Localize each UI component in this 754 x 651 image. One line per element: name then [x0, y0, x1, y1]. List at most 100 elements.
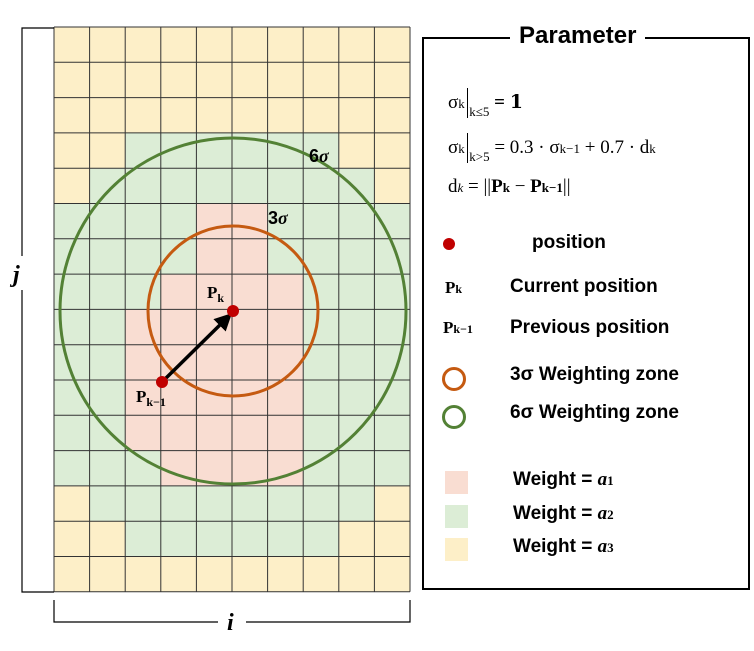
grid-cell-a2 [125, 485, 161, 522]
grid-cell-a3 [89, 132, 126, 169]
legend-zone6: 6σ Weighting zone [510, 402, 679, 423]
grid-cell-a3 [267, 27, 304, 63]
grid-cell-a3 [89, 521, 126, 557]
grid-cell-a2 [338, 309, 375, 345]
grid-cell-a1 [232, 415, 268, 451]
grid-cell-a2 [303, 309, 339, 345]
grid-cell-a1 [125, 344, 161, 380]
grid-cell-a2 [125, 450, 161, 486]
grid-cell-a2 [303, 521, 339, 557]
grid-cell-a1 [196, 344, 232, 380]
grid-cell-a3 [374, 485, 410, 522]
grid-cell-a3 [196, 97, 232, 133]
grid-cell-a1 [232, 344, 268, 380]
grid-cell-a3 [303, 556, 339, 592]
grid-cell-a1 [232, 238, 268, 275]
j-axis-label: j [9, 262, 20, 288]
grid-cell-a1 [196, 309, 232, 345]
grid-cell-a2 [338, 450, 375, 486]
grid-cell-a3 [54, 62, 90, 98]
formula-distance: dk = ||Pk − Pk−1|| [448, 176, 571, 197]
grid-cell-a2 [303, 168, 339, 204]
grid-cell-a3 [374, 132, 410, 169]
j-axis-bracket [21, 27, 54, 593]
grid-cell-a2 [303, 380, 339, 416]
weight-a3-swatch [445, 538, 468, 561]
grid-cell-a1 [160, 274, 197, 310]
grid-cell-a3 [125, 556, 161, 592]
grid-cell-a2 [89, 309, 126, 345]
grid-cell-a2 [54, 450, 90, 486]
grid-cell-a1 [160, 415, 197, 451]
i-axis-label: i [227, 610, 234, 636]
grid-cell-a3 [160, 556, 197, 592]
three-sigma-label: 3σ [268, 208, 289, 228]
grid-cell-a3 [232, 97, 268, 133]
grid-cell-a3 [196, 556, 232, 592]
grid-cell-a3 [89, 27, 126, 63]
grid-cell-a2 [125, 168, 161, 204]
grid-cell-a3 [338, 521, 375, 557]
grid-cell-a2 [89, 168, 126, 204]
grid-cell-a3 [125, 62, 161, 98]
grid-cell-a3 [54, 521, 90, 557]
grid-cell-a3 [160, 62, 197, 98]
current-position-dot [227, 305, 239, 317]
pk1-label: Pk−1 [136, 387, 166, 409]
grid-cell-a1 [267, 344, 304, 380]
grid-cell-a1 [267, 309, 304, 345]
grid-cell-a3 [196, 27, 232, 63]
grid-cell-a3 [374, 168, 410, 204]
six-sigma-label: 6σ [309, 146, 330, 166]
grid-cell-a3 [374, 556, 410, 592]
weight-a1-swatch [445, 471, 468, 494]
grid-cell-a2 [232, 521, 268, 557]
grid-cell-a1 [196, 238, 232, 275]
grid-cell-a1 [196, 274, 232, 310]
previous-position-dot [156, 376, 168, 388]
grid-cell-a3 [374, 97, 410, 133]
grid-cell-a3 [338, 27, 375, 63]
grid-cell-a2 [89, 274, 126, 310]
grid-cell-a2 [232, 168, 268, 204]
grid-cell-a2 [338, 344, 375, 380]
zone3-legend-ring [442, 367, 466, 391]
position-legend-dot [443, 238, 455, 250]
grid-cell-a2 [54, 415, 90, 451]
grid-cell-a2 [303, 203, 339, 239]
grid-cell-a1 [196, 415, 232, 451]
grid-cell-a2 [89, 344, 126, 380]
grid-lines [53, 26, 411, 593]
motion-arrow [160, 313, 232, 384]
legend-current-position: Current position [510, 276, 658, 297]
grid-cell-a2 [374, 344, 410, 380]
grid-cell-a3 [54, 27, 90, 63]
formula-sigma-early: σkk≤5 = 𝟏 [448, 88, 523, 120]
grid-cell-a2 [303, 485, 339, 522]
legend-zone3: 3σ Weighting zone [510, 364, 679, 385]
grid-cell-a1 [267, 415, 304, 451]
grid-cell-a3 [374, 521, 410, 557]
grid-cell-a2 [160, 168, 197, 204]
grid-cell-a2 [196, 485, 232, 522]
legend-pk-symbol: Pk [445, 278, 463, 297]
legend-pk1-symbol: Pk−1 [443, 318, 473, 337]
grid-cell-a2 [89, 415, 126, 451]
six-sigma-circle [58, 136, 408, 486]
grid-cell-a3 [303, 62, 339, 98]
grid-cell-a3 [232, 62, 268, 98]
grid-cell-a1 [125, 309, 161, 345]
grid-cell-a3 [338, 62, 375, 98]
grid-cell-a2 [303, 274, 339, 310]
grid-cell-a2 [338, 168, 375, 204]
grid-cell-a3 [267, 556, 304, 592]
grid-cell-a3 [89, 556, 126, 592]
pk-label: Pk [207, 283, 224, 305]
grid-cell-a3 [54, 97, 90, 133]
grid-cell-a2 [160, 485, 197, 522]
grid-cell-a2 [338, 274, 375, 310]
legend-weight-a1: Weight = a1 [513, 469, 614, 490]
grid-cell-a1 [125, 380, 161, 416]
grid-cell-a2 [267, 168, 304, 204]
grid-cell-a2 [160, 203, 197, 239]
